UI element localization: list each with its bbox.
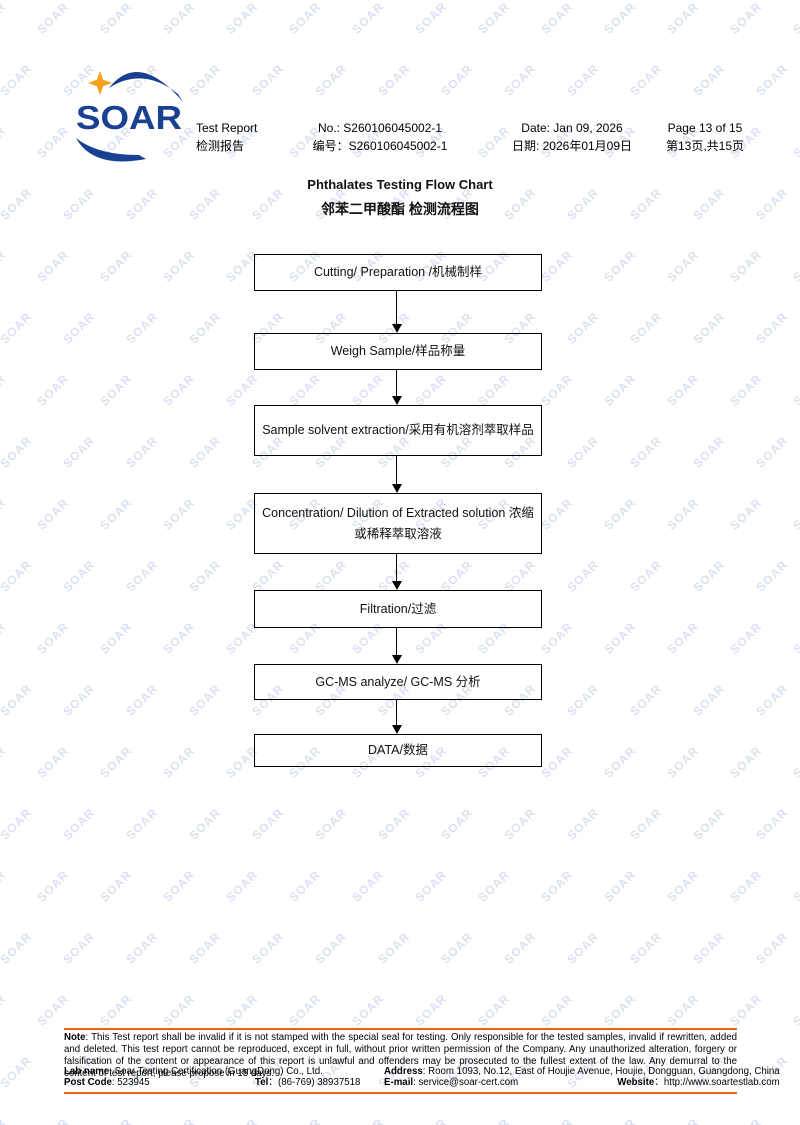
page-en: Page 13 of 15	[667, 121, 743, 135]
soar-logo: SOAR	[76, 71, 183, 162]
header-page-number: Page 13 of 15 第13页,共15页	[648, 120, 762, 155]
website: Website：http://www.soartestlab.com	[617, 1077, 779, 1088]
email-value: : service@soar-cert.com	[413, 1077, 519, 1089]
footer-lab-info: Lab name: Soar Testing Certification (Gu…	[64, 1066, 780, 1088]
page-cn: 第13页,共15页	[665, 138, 745, 153]
flow-arrow-icon	[391, 456, 402, 493]
date-en: Date: Jan 09, 2026	[521, 121, 623, 135]
email: E-mail: service@soar-cert.com	[384, 1077, 518, 1088]
tel-label: Tel	[255, 1077, 269, 1089]
address-row: Address: Room 1093, No.12, East of Houji…	[384, 1066, 780, 1077]
post-code: Post Code: 523945	[64, 1077, 255, 1088]
lab-name-row: Lab name: Soar Testing Certification (Gu…	[64, 1066, 384, 1077]
flow-step-extraction: Sample solvent extraction/采用有机溶剂萃取样品	[254, 405, 542, 456]
flow-step-gcms: GC-MS analyze/ GC-MS 分析	[254, 664, 542, 700]
logo-top-swoosh	[109, 71, 183, 102]
date-cn: 日期: 2026年01月09日	[511, 138, 633, 153]
footer-bottom-rule	[64, 1092, 737, 1094]
header-report-no: No.: S260106045002-1 编号：S260106045002-1	[290, 120, 470, 155]
tel-value: ：(86-769) 38937518	[268, 1077, 361, 1089]
flow-arrow-icon	[391, 628, 402, 664]
footer-top-rule	[64, 1028, 737, 1030]
logo-bottom-swoosh	[76, 138, 146, 162]
flow-step-cutting: Cutting/ Preparation /机械制样	[254, 254, 542, 291]
lab-info-left: Lab name: Soar Testing Certification (Gu…	[64, 1066, 384, 1088]
report-title-cn: 检测报告	[196, 138, 245, 153]
report-title-en: Test Report	[196, 121, 258, 135]
address-value: : Room 1093, No.12, East of Houjie Avenu…	[422, 1066, 780, 1077]
flow-arrow-icon	[391, 291, 402, 333]
lab-name-label: Lab name	[64, 1066, 110, 1077]
address-label: Address	[384, 1066, 423, 1077]
logo-wordmark: SOAR	[76, 99, 182, 136]
email-label: E-mail	[384, 1077, 414, 1089]
post-code-value: : 523945	[111, 1077, 150, 1089]
note-text: : This Test report shall be invalid if i…	[64, 1031, 737, 1080]
lab-info-right: Address: Room 1093, No.12, East of Houji…	[384, 1066, 780, 1088]
header-date: Date: Jan 09, 2026 日期: 2026年01月09日	[490, 120, 654, 155]
logo-star-icon	[88, 71, 112, 95]
page-title-cn: 邻苯二甲酸酯 检测流程图	[321, 201, 479, 217]
website-value: ：http://www.soartestlab.com	[654, 1077, 780, 1089]
post-code-label: Post Code	[64, 1077, 112, 1089]
note-label: Note	[64, 1031, 86, 1043]
header-report-title: Test Report 检测报告	[196, 120, 257, 155]
flow-step-weigh: Weigh Sample/样品称量	[254, 333, 542, 370]
flow-arrow-icon	[391, 370, 402, 405]
footer-note: Note: This Test report shall be invalid …	[64, 1032, 737, 1081]
flow-step-filtration: Filtration/过滤	[254, 590, 542, 628]
report-no-cn: 编号：S260106045002-1	[312, 138, 448, 153]
flow-arrow-icon	[391, 700, 402, 734]
website-label: Website	[617, 1077, 655, 1089]
flow-arrow-icon	[391, 554, 402, 590]
flow-step-data: DATA/数据	[254, 734, 542, 767]
page-title-en: Phthalates Testing Flow Chart	[307, 177, 493, 192]
flow-step-concentration: Concentration/ Dilution of Extracted sol…	[254, 493, 542, 554]
lab-name-value: : Soar Testing Certification (GuangDong)…	[109, 1066, 323, 1077]
email-website-row: E-mail: service@soar-cert.com Website：ht…	[384, 1077, 780, 1088]
report-no-en: No.: S260106045002-1	[317, 121, 443, 135]
